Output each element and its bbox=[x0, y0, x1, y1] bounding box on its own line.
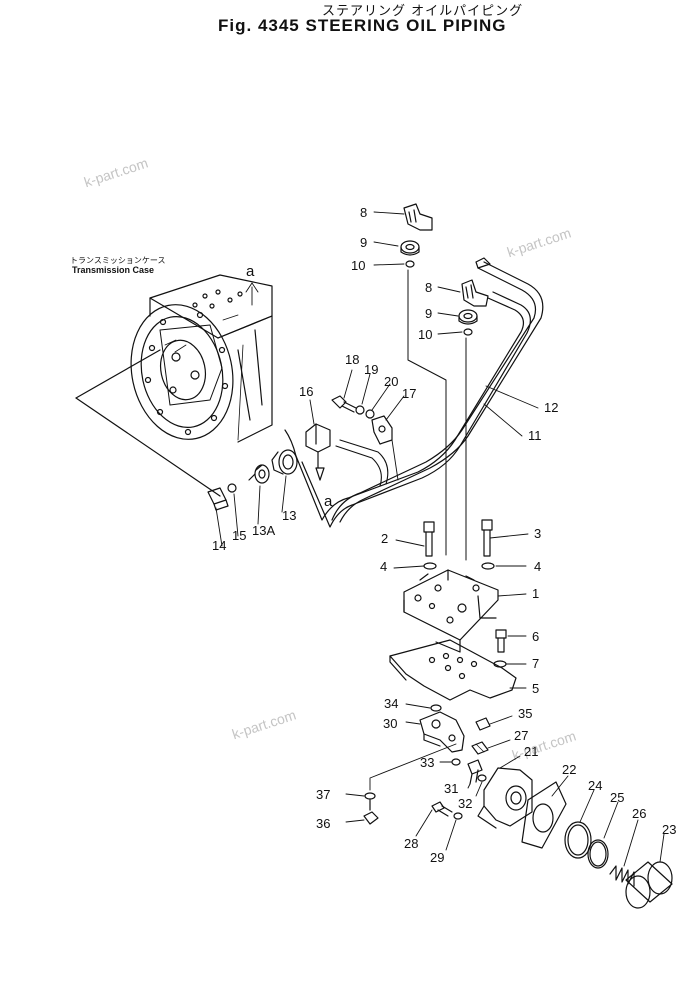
washer-37 bbox=[364, 792, 376, 800]
callout-29: 29 bbox=[430, 850, 444, 865]
o-ring-10-lower bbox=[463, 328, 473, 336]
callout-18: 18 bbox=[345, 352, 359, 367]
callout-17: 17 bbox=[402, 386, 416, 401]
transmission-case-label-japanese: トランスミッションケース bbox=[70, 256, 166, 265]
callout-11: 11 bbox=[528, 428, 542, 443]
callout-25: 25 bbox=[610, 790, 624, 805]
o-ring-33 bbox=[451, 758, 461, 766]
bolt-18 bbox=[331, 395, 357, 413]
callout-14: 14 bbox=[212, 538, 226, 553]
title-english: Fig. 4345 STEERING OIL PIPING bbox=[218, 16, 507, 35]
callout-10-upper: 10 bbox=[351, 258, 365, 273]
spring-26 bbox=[609, 865, 635, 887]
housing-21 bbox=[477, 767, 533, 829]
steering-pipe-11 bbox=[284, 291, 531, 528]
o-ring-34 bbox=[430, 704, 442, 712]
nut-9-lower bbox=[458, 309, 478, 325]
nut-9-upper bbox=[400, 240, 420, 256]
clip-17 bbox=[371, 415, 393, 445]
callout-a-case: a bbox=[246, 263, 255, 280]
o-ring-15 bbox=[227, 483, 237, 493]
washer-4-left bbox=[423, 562, 437, 570]
leader-line bbox=[75, 397, 221, 497]
o-ring-24 bbox=[564, 821, 592, 859]
callout-22: 22 bbox=[562, 762, 576, 777]
guide-line bbox=[407, 269, 447, 556]
guide-line bbox=[369, 743, 457, 791]
elbow-fitting-8-lower bbox=[461, 279, 489, 307]
callout-12: 12 bbox=[544, 400, 558, 415]
callout-35: 35 bbox=[518, 706, 532, 721]
gasket-22 bbox=[521, 781, 567, 849]
washer-29 bbox=[453, 812, 463, 820]
bolt-2 bbox=[423, 521, 435, 557]
callout-19: 19 bbox=[364, 362, 378, 377]
callout-28: 28 bbox=[404, 836, 418, 851]
bolt-28 bbox=[431, 801, 453, 817]
o-ring-32 bbox=[477, 774, 487, 782]
plug-27 bbox=[471, 741, 489, 755]
transmission-case-drawing bbox=[130, 274, 273, 443]
callout-26: 26 bbox=[632, 806, 646, 821]
callout-a-pipe: a bbox=[324, 493, 333, 510]
bolt-6 bbox=[495, 629, 507, 653]
callout-10-lower: 10 bbox=[418, 327, 432, 342]
callout-15: 15 bbox=[232, 528, 246, 543]
callout-1: 1 bbox=[532, 586, 539, 601]
bolt-36 bbox=[363, 799, 379, 825]
callout-2: 2 bbox=[381, 531, 388, 546]
washer-4-right bbox=[481, 562, 495, 570]
callout-33: 33 bbox=[420, 755, 434, 770]
elbow-fitting-8-upper bbox=[403, 203, 433, 231]
callout-8-upper: 8 bbox=[360, 205, 367, 220]
title-japanese: ステアリング オイルパイピング bbox=[322, 4, 524, 19]
adapter-13a bbox=[248, 464, 270, 484]
washer-19 bbox=[355, 405, 365, 415]
callout-9-lower: 9 bbox=[425, 306, 432, 321]
plug-35 bbox=[475, 717, 491, 731]
callout-13: 13 bbox=[282, 508, 296, 523]
callout-4-right: 4 bbox=[534, 559, 541, 574]
callout-32: 32 bbox=[458, 796, 472, 811]
callout-5: 5 bbox=[532, 681, 539, 696]
callout-34: 34 bbox=[384, 696, 398, 711]
mounting-plate-5 bbox=[389, 639, 517, 701]
transmission-case-label-english: Transmission Case bbox=[72, 265, 155, 275]
o-ring-25 bbox=[587, 839, 609, 869]
callout-6: 6 bbox=[532, 629, 539, 644]
plug-14 bbox=[207, 487, 229, 511]
callout-8-lower: 8 bbox=[425, 280, 432, 295]
o-ring-20 bbox=[365, 409, 375, 419]
callout-13a: 13A bbox=[252, 523, 275, 538]
callout-24: 24 bbox=[588, 778, 602, 793]
callout-37: 37 bbox=[316, 787, 330, 802]
leader-line bbox=[75, 349, 161, 399]
callout-23: 23 bbox=[662, 822, 676, 837]
callout-20: 20 bbox=[384, 374, 398, 389]
callout-3: 3 bbox=[534, 526, 541, 541]
steering-pipe-12 bbox=[331, 261, 544, 523]
bolt-3 bbox=[481, 519, 493, 557]
valve-body-1 bbox=[403, 569, 499, 653]
fitting-31 bbox=[467, 759, 483, 785]
fitting-13 bbox=[271, 449, 298, 475]
callout-30: 30 bbox=[383, 716, 397, 731]
bracket-30 bbox=[419, 711, 465, 753]
cap-23 bbox=[625, 861, 673, 909]
callout-27: 27 bbox=[514, 728, 528, 743]
callouts: 8 9 10 8 9 10 a a 18 19 20 17 16 12 11 1… bbox=[212, 205, 676, 865]
callout-31: 31 bbox=[444, 781, 458, 796]
callout-7: 7 bbox=[532, 656, 539, 671]
o-ring-10-upper bbox=[405, 260, 415, 268]
callout-21: 21 bbox=[524, 744, 538, 759]
callout-leaders bbox=[215, 211, 665, 867]
callout-4-left: 4 bbox=[380, 559, 387, 574]
elbow-16 bbox=[305, 423, 331, 481]
callout-36: 36 bbox=[316, 816, 330, 831]
callout-16: 16 bbox=[299, 384, 313, 399]
callout-9-upper: 9 bbox=[360, 235, 367, 250]
